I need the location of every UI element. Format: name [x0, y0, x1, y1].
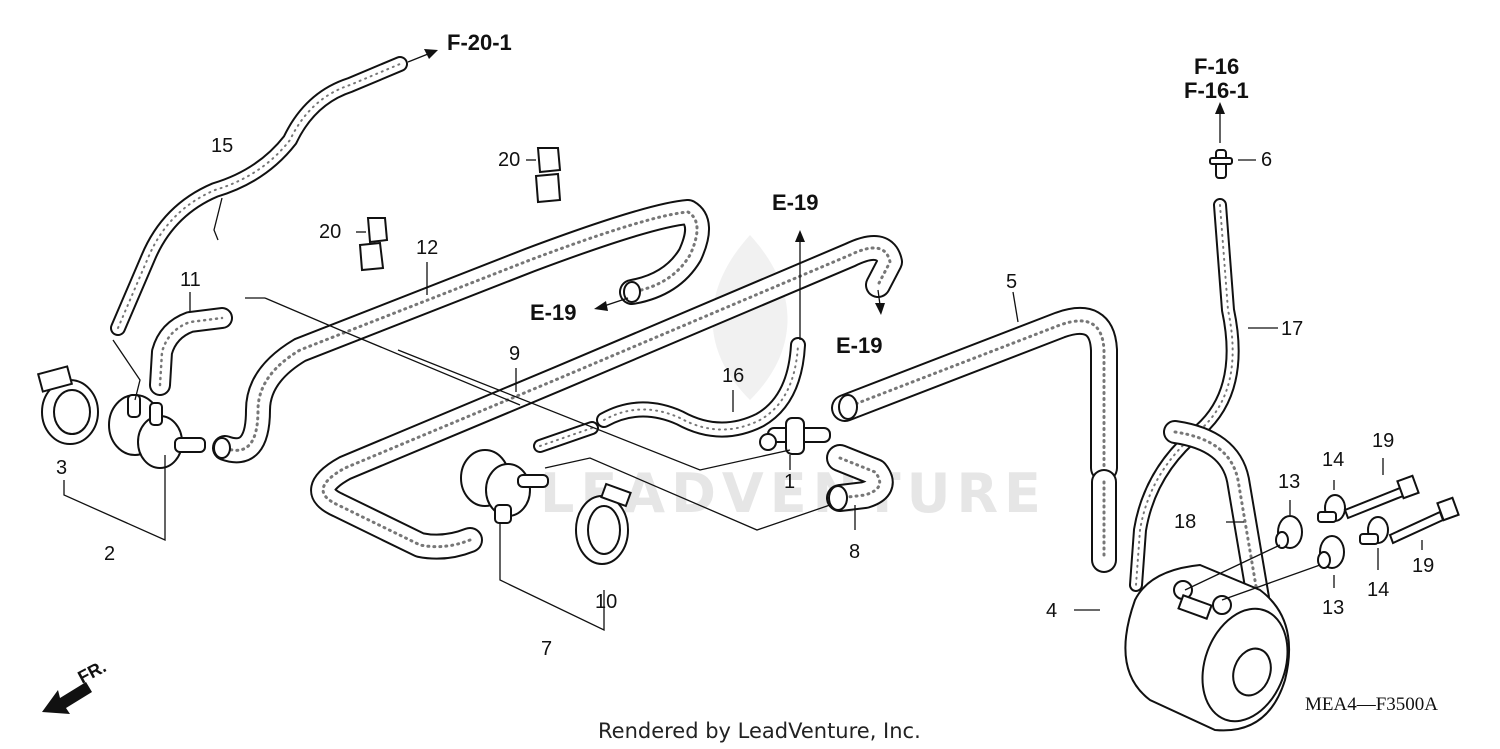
ref-e-19-right: E-19 [836, 333, 882, 358]
valve-2 [108, 394, 206, 469]
canister [1124, 563, 1291, 732]
hose-5 [831, 307, 1118, 482]
hose-11 [149, 307, 233, 396]
hose-short [533, 421, 599, 453]
front-direction-indicator: FR. [42, 656, 109, 714]
hose-8 [826, 444, 894, 512]
callout-7: 7 [541, 638, 552, 660]
bolt-19-a [1343, 474, 1420, 520]
callout-13-b: 13 [1322, 597, 1344, 619]
callout-15: 15 [211, 135, 233, 157]
callout-19-a: 19 [1372, 430, 1394, 452]
callout-3: 3 [56, 457, 67, 479]
valve-7 [460, 449, 549, 524]
callout-20-b: 20 [498, 149, 520, 171]
grommet-13-a [1275, 515, 1303, 549]
clamp-3 [36, 365, 99, 445]
callout-6: 6 [1261, 149, 1272, 171]
callout-1: 1 [784, 471, 795, 493]
callout-4: 4 [1046, 600, 1057, 622]
callout-14-a: 14 [1322, 449, 1344, 471]
arrows [407, 49, 1225, 340]
front-arrow-icon [42, 682, 92, 714]
callout-17: 17 [1281, 318, 1303, 340]
ref-f-16: F-16 [1194, 54, 1239, 79]
hose-12 [212, 199, 710, 464]
front-label: FR. [74, 656, 109, 687]
callouts: 15 11 12 20 20 9 16 5 6 17 3 2 1 8 10 7 … [56, 135, 1434, 660]
hose-9 [310, 235, 903, 560]
callout-11: 11 [180, 269, 201, 291]
ref-e-19-left: E-19 [530, 300, 576, 325]
callout-12: 12 [416, 237, 438, 259]
credit-text: Rendered by LeadVenture, Inc. [598, 719, 921, 743]
callout-14-b: 14 [1367, 579, 1389, 601]
ref-e-19-top: E-19 [772, 190, 818, 215]
ref-f-20-1: F-20-1 [447, 30, 512, 55]
callout-8: 8 [849, 541, 860, 563]
hose-18 [1163, 420, 1270, 610]
leader-lines [63, 159, 1423, 632]
callout-2: 2 [104, 543, 115, 565]
clip-20-b [534, 147, 562, 204]
callout-9: 9 [509, 343, 520, 365]
callout-18: 18 [1174, 511, 1196, 533]
grommet-13-b [1317, 535, 1345, 569]
hose-15 [110, 56, 408, 336]
drawing-code: MEA4—F3500A [1305, 694, 1438, 715]
connector-6 [1209, 149, 1233, 179]
references: F-20-1 F-16 F-16-1 E-19 E-19 E-19 [447, 30, 1249, 358]
callout-5: 5 [1006, 271, 1017, 293]
joint-1 [759, 417, 831, 455]
bolt-19-b [1388, 496, 1460, 545]
callout-10: 10 [595, 591, 617, 613]
callout-20-a: 20 [319, 221, 341, 243]
collar-14-a [1317, 494, 1346, 523]
collar-14-b [1359, 516, 1389, 545]
callout-16: 16 [722, 365, 744, 387]
clip-20-a [358, 217, 389, 272]
hose-16 [596, 337, 806, 438]
callout-19-b: 19 [1412, 555, 1434, 577]
ref-f-16-1: F-16-1 [1184, 78, 1249, 103]
clamp-10 [575, 482, 632, 565]
callout-13-a: 13 [1278, 471, 1300, 493]
